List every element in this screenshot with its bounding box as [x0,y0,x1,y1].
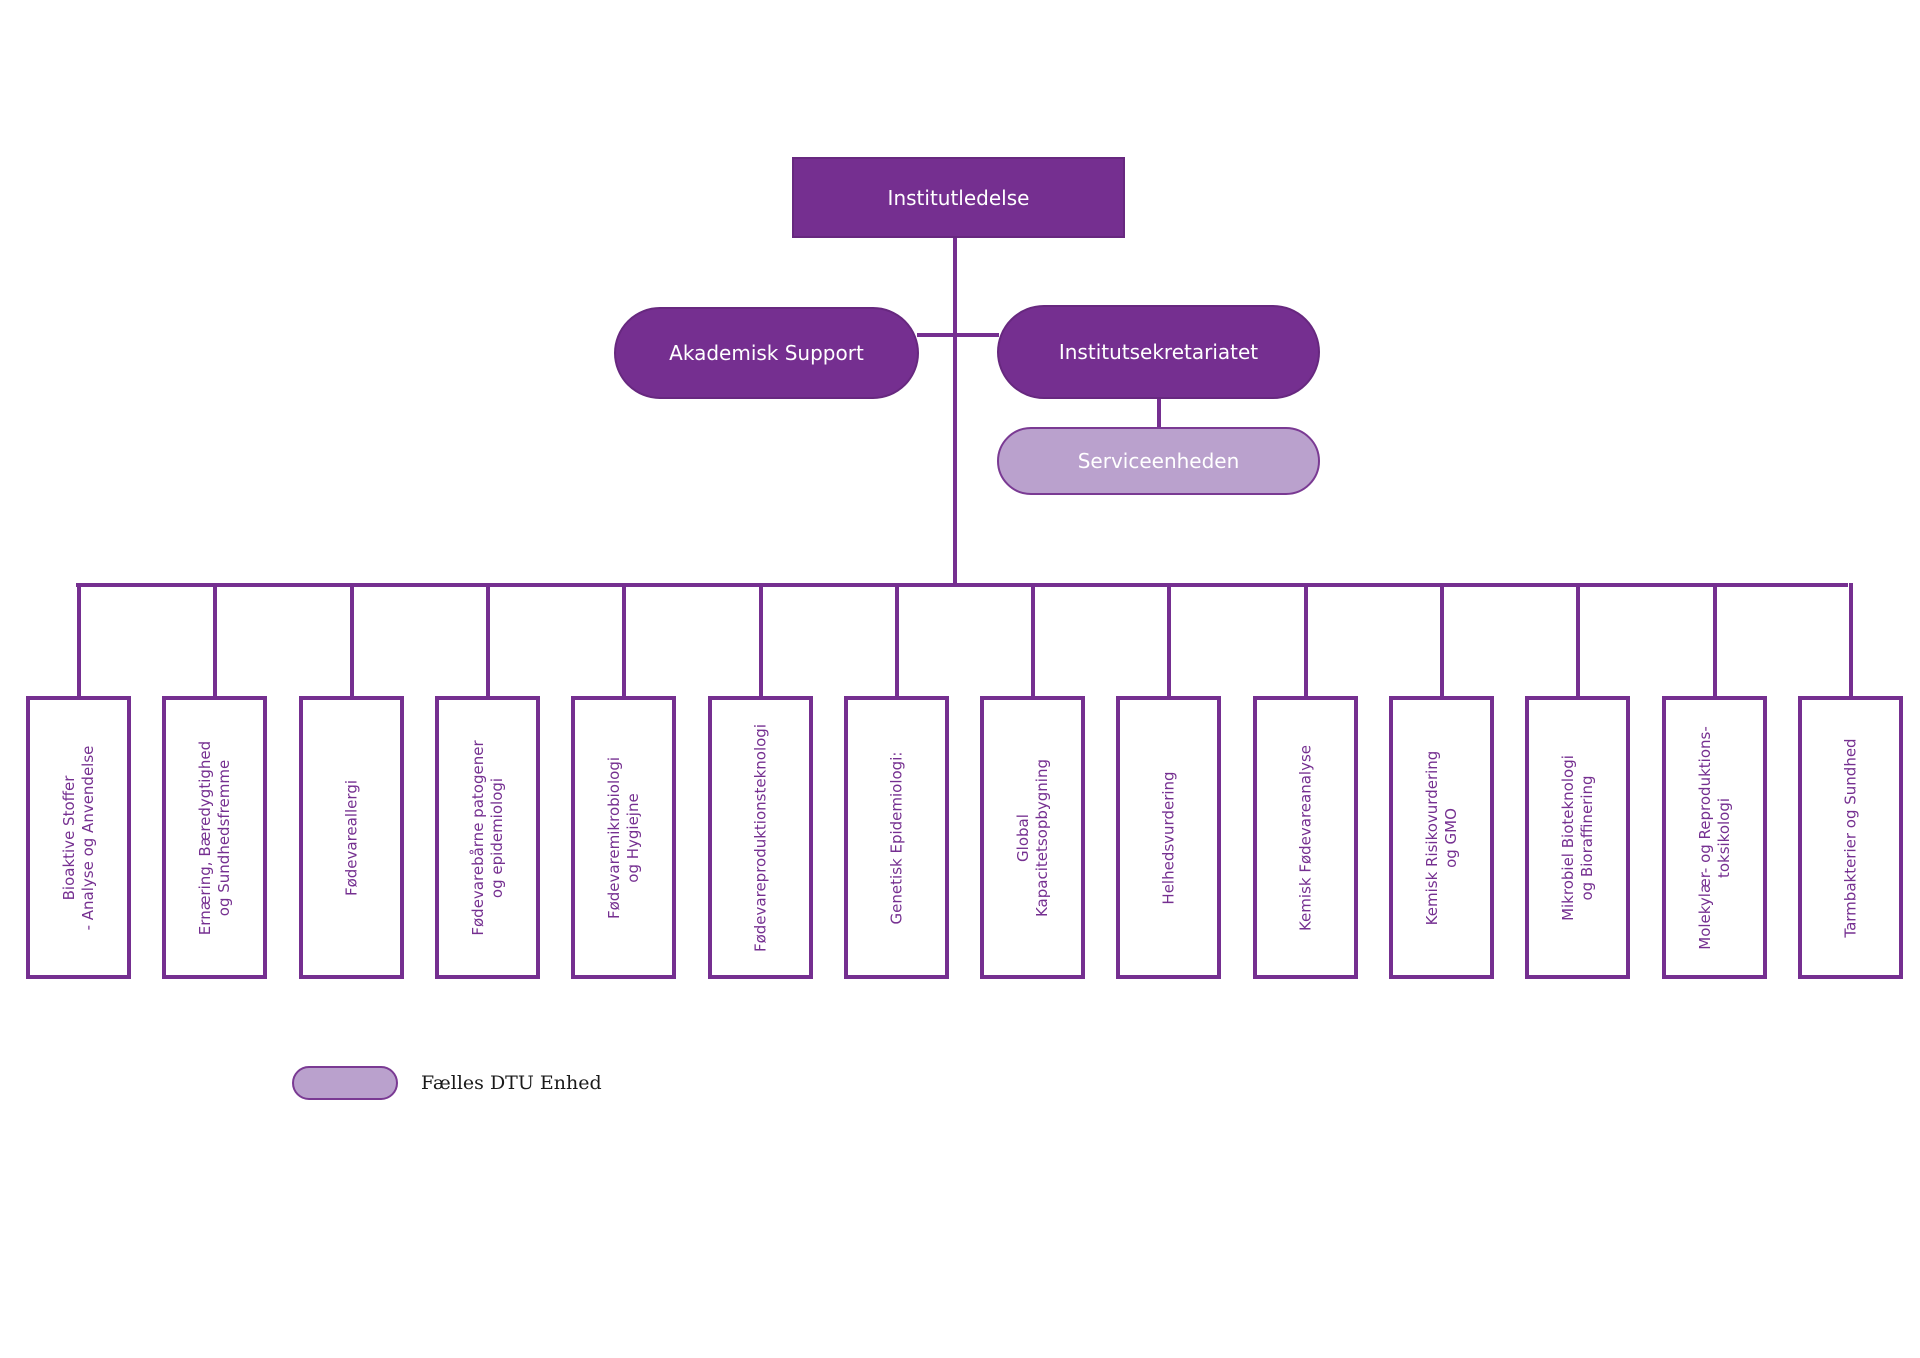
department-label: Fødevareallergi [342,779,360,896]
department-label: Genetisk Epidemiologi: [887,751,905,924]
node-akademisk-support-label: Akademisk Support [669,341,864,365]
node-akademisk-support: Akademisk Support [614,307,919,399]
department-box: Kemisk Fødevareanalyse [1253,696,1358,979]
department-connector [213,583,217,698]
department-box: Fødevareallergi [299,696,404,979]
connector-staff [917,333,999,337]
department-label: Kemisk Fødevareanalyse [1296,744,1314,931]
department-box: Fødevareproduktionsteknologi [708,696,813,979]
node-institutsekretariatet-label: Institutsekretariatet [1058,340,1259,364]
node-serviceenheden-label: Serviceenheden [1077,449,1240,473]
connector-service [1157,399,1161,427]
department-label: Fødevaremikrobiologi og Hygiejne [604,756,642,919]
department-connector [77,583,81,698]
department-box: Ernæring, Bæredygtighed og Sundhedsfremm… [162,696,267,979]
department-label: Fødevarebårne patogener og epidemiologi [468,739,506,936]
connector-trunk [953,238,957,587]
department-connector [1167,583,1171,698]
department-label: Fødevareproduktionsteknologi [751,723,769,952]
department-connector [1440,583,1444,698]
department-connector [1576,583,1580,698]
department-connector [1849,583,1853,698]
department-connector [1713,583,1717,698]
department-label: Kemisk Risikovurdering og GMO [1422,750,1460,925]
legend-label: Fælles DTU Enhed [421,1072,602,1094]
node-institutsekretariatet: Institutsekretariatet [997,305,1320,399]
node-serviceenheden: Serviceenheden [997,427,1320,495]
department-label: Ernæring, Bæredygtighed og Sundhedsfremm… [195,740,233,935]
department-box: Fødevarebårne patogener og epidemiologi [435,696,540,979]
department-box: Bioaktive Stoffer - Analyse og Anvendels… [26,696,131,979]
department-label: Bioaktive Stoffer - Analyse og Anvendels… [59,745,97,930]
department-box: Tarmbakterier og Sundhed [1798,696,1903,979]
department-label: Helhedsvurdering [1159,770,1177,905]
department-box: Mikrobiel Bioteknologi og Bioraffinering [1525,696,1630,979]
department-box: Kemisk Risikovurdering og GMO [1389,696,1494,979]
department-label: Tarmbakterier og Sundhed [1841,737,1859,938]
department-box: Global Kapacitetsopbygning [980,696,1085,979]
department-connector [622,583,626,698]
department-label: Molekylær- og Reproduktions- toksikologi [1695,725,1733,950]
department-label: Global Kapacitetsopbygning [1013,758,1051,917]
department-connector [1031,583,1035,698]
department-connector [759,583,763,698]
department-box: Fødevaremikrobiologi og Hygiejne [571,696,676,979]
department-connector [486,583,490,698]
department-connector [350,583,354,698]
connector-departments-bar [76,583,1848,587]
department-connector [1304,583,1308,698]
department-connector [895,583,899,698]
department-box: Helhedsvurdering [1116,696,1221,979]
department-label: Mikrobiel Bioteknologi og Bioraffinering [1558,754,1596,921]
department-box: Genetisk Epidemiologi: [844,696,949,979]
department-box: Molekylær- og Reproduktions- toksikologi [1662,696,1767,979]
node-institutledelse: Institutledelse [792,157,1125,238]
legend-swatch [292,1066,398,1100]
node-institutledelse-label: Institutledelse [887,185,1030,210]
